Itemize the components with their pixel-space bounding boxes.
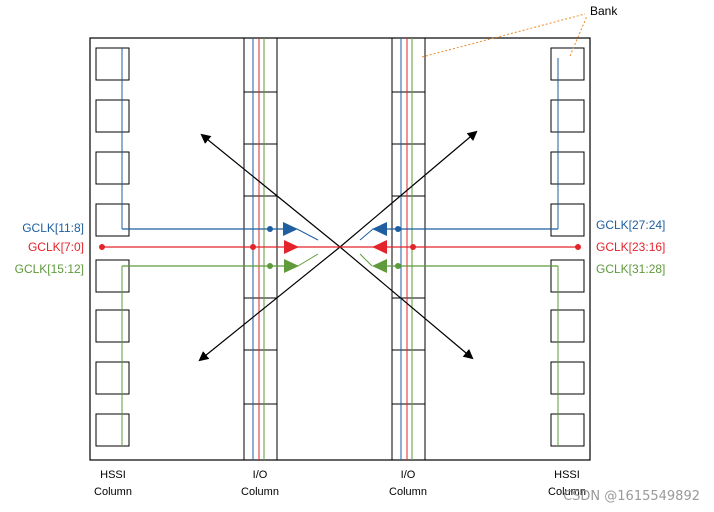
hssi-block (550, 259, 585, 293)
gclk-right-green-label: GCLK[31:28] (596, 262, 665, 276)
hssi-block (95, 309, 130, 343)
gclk-green-left-tail (297, 253, 319, 267)
gclk-left-green-label: GCLK[15:12] (15, 262, 84, 276)
hssi-block (550, 361, 585, 395)
gclk-blue-left-tail (296, 228, 319, 241)
column-label-hssi-right-sub: Column (548, 486, 586, 498)
gclk-left-blue-label: GCLK[11:8] (22, 221, 84, 235)
column-label-hssi-right: HSSI (554, 469, 580, 481)
bank-callout-line-1 (421, 13, 586, 58)
dot-green-right (395, 263, 401, 269)
hssi-block (95, 203, 130, 237)
dot-red-left (250, 244, 256, 250)
gclk-right-red-label: GCLK[23:16] (596, 240, 665, 254)
io-column-right (391, 38, 426, 460)
dot-blue-right (395, 226, 401, 232)
arrow-to-bottom-left (198, 246, 341, 362)
hssi-column-left (95, 47, 130, 447)
dot-green-left (267, 263, 273, 269)
buffer-blue-left (283, 222, 298, 236)
gclk-left-red-label: GCLK[7:0] (28, 240, 84, 254)
hssi-block (550, 99, 585, 133)
hssi-block (550, 203, 585, 237)
arrow-to-top-right (339, 130, 478, 248)
buffer-green-right (372, 259, 387, 273)
hssi-column-right (550, 47, 585, 447)
dot-red-far-left (99, 244, 105, 250)
hssi-block (550, 47, 585, 81)
bank-callout-line-2 (569, 15, 588, 57)
bank-label: Bank (590, 4, 618, 18)
watermark: CSDN @1615549892 (563, 489, 700, 504)
hssi-block (95, 99, 130, 133)
buffer-red-right (372, 240, 387, 254)
hssi-block (95, 47, 130, 81)
gclk-right-blue-label: GCLK[27:24] (596, 218, 665, 232)
hssi-block (550, 413, 585, 447)
arrow-to-top-left (200, 133, 341, 248)
gclk-green-right-tail (359, 253, 373, 267)
dot-red-far-right (575, 244, 581, 250)
column-label-io-right: I/O (401, 469, 416, 481)
dot-blue-left (267, 226, 273, 232)
hssi-block (95, 259, 130, 293)
column-label-hssi-left: HSSI (100, 469, 126, 481)
hssi-block (95, 361, 130, 395)
gclk-blue-right-tail (359, 228, 374, 241)
buffer-blue-right (372, 222, 387, 236)
column-label-hssi-left-sub: Column (94, 486, 132, 498)
dot-red-right (410, 244, 416, 250)
hssi-block (550, 151, 585, 185)
hssi-block (550, 309, 585, 343)
buffer-red-left (284, 240, 299, 254)
column-label-io-right-sub: Column (389, 486, 427, 498)
column-label-io-left: I/O (253, 469, 268, 481)
io-column-left (243, 38, 278, 460)
column-label-io-left-sub: Column (241, 486, 279, 498)
hssi-block (95, 413, 130, 447)
buffer-green-left (284, 259, 299, 273)
device-outline (89, 37, 591, 461)
hssi-block (95, 151, 130, 185)
arrow-to-bottom-right (339, 246, 474, 360)
